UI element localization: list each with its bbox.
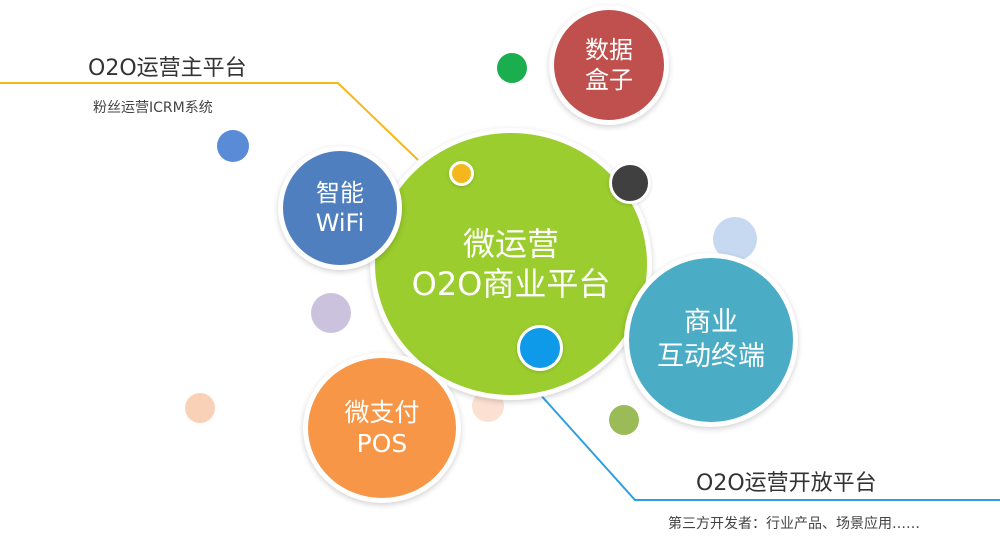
terminal-line1: 商业 [684,307,738,339]
center-circle: 微运营 O2O商业平台 [370,128,652,400]
dot-olive [609,405,639,435]
bottom-platform-title: O2O运营开放平台 [696,471,877,496]
wifi-circle: 智能 WiFi [278,146,402,270]
dot-green [497,53,527,83]
dot-lavender [311,293,351,333]
dot-blue [217,130,249,162]
pay-circle: 微支付 POS [303,353,461,503]
dot-dark [609,162,651,204]
bottom-platform-connector [537,391,1000,501]
top-platform-title: O2O运营主平台 [88,56,247,81]
dot-bright-blue [517,325,563,371]
pay-line1: 微支付 [344,397,420,427]
terminal-circle: 商业 互动终端 [624,253,798,427]
data-box-line1: 数据 [585,36,633,64]
center-line2: O2O商业平台 [411,265,611,303]
top-platform-connector [0,82,419,161]
top-platform-subtitle: 粉丝运营ICRM系统 [93,100,213,116]
data-box-line2: 盒子 [585,66,633,94]
pay-line2: POS [356,429,408,458]
data-box-circle: 数据 盒子 [549,5,669,125]
bottom-platform-subtitle: 第三方开发者：行业产品、场景应用…… [668,516,920,532]
dot-peach-left [185,393,215,423]
wifi-line2: WiFi [315,209,365,237]
center-line1: 微运营 [462,225,559,263]
dot-yellow [449,161,474,186]
wifi-line1: 智能 [315,179,364,207]
terminal-line2: 互动终端 [657,341,765,372]
